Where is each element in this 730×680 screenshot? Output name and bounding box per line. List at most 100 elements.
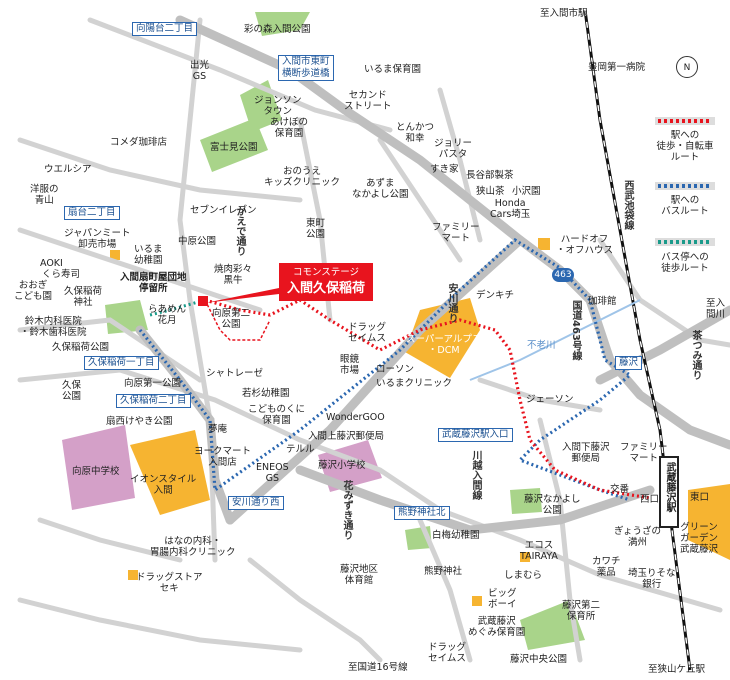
label-yume: 夢庵 [208,424,228,435]
label-gyoza: ぎょうざの 満州 [614,526,662,548]
label-post2: 入間下藤沢 郵便局 [562,442,610,464]
label-shiraume: 白梅幼稚園 [432,530,480,541]
label-lawson: ローソン [376,364,415,375]
bus-stop-mukaiyo: 向陽台二丁目 [132,22,198,36]
label-york: ヨークマート 入間店 [194,446,252,468]
label-kodera: 小沢園 [512,186,541,197]
label-wondergoo: WonderGOO [326,412,385,423]
callout-pointer [205,288,279,303]
shop-japan-meat [110,250,120,260]
label-higashi-park: 東町 公園 [306,218,326,240]
river-label: 不老川 [527,340,556,351]
label-drug-seki: ドラッグストア セキ [136,572,203,594]
label-akebono: あけぼの 保育園 [270,117,309,139]
label-aoyama: 洋服の 青山 [30,184,59,206]
railway [583,9,692,671]
label-oogiko: おおぎ こども園 [14,280,53,302]
label-sainomori: 彩の森入間公園 [244,24,311,35]
label-hasegawa: 長谷部製茶 [466,170,514,181]
dir-sayamagaoka: 至狭山ケ丘駅 [648,664,706,675]
bus-stop-ogidai: 扇台二丁目 [64,206,120,220]
dir-route16: 至国道16号線 [348,662,408,673]
dir-irumagawa: 至入 間川 [706,298,726,320]
label-tel: テルル [286,444,315,455]
label-iruma-hoikuen: いるま保育園 [364,64,422,75]
callout-line1: コモンステージ [292,267,360,278]
label-sukiya: すき家 [430,164,459,175]
label-kubo-koen: 久保 公園 [62,380,82,402]
label-iruma-youchien: いるま 幼稚園 [134,244,163,266]
label-shimamura: しまむら [504,570,543,581]
road-label-kaede: かえで通り [234,206,245,256]
label-family2: ファミリー マート [620,442,668,464]
label-family1: ファミリー マート [432,222,480,244]
dir-iruma-station: 至入間市駅 [540,8,588,19]
label-drug-seims2: ドラッグ セイムス [428,642,467,664]
park-sainomori [255,12,310,36]
road-label-hanamizuki: 花みずき通り [341,480,352,540]
label-fujisawa-chuo: 藤沢中央公園 [510,654,568,665]
legend-swatches [655,117,715,246]
label-aoki: AOKI [40,258,63,269]
rail-label-seibu: 西武池袋線 [622,180,633,230]
station-musashi-fujisawa: 武蔵藤沢駅 [659,456,679,528]
label-kawachi: カワチ 薬品 [592,556,621,578]
label-jolly: ジョリー パスタ [434,138,473,160]
label-iruma-clinic: いるまクリニック [376,378,453,389]
label-jonson: ジョンソン タウン [254,95,302,117]
legend-bus-label: 駅への バスルート [661,195,709,217]
label-saitama-bank: 埼玉りそな 銀行 [628,568,676,590]
legend-bus-walk: バス停への 徒歩ルート [655,250,715,274]
label-honda: Honda Cars埼玉 [490,198,531,220]
property-callout: コモンステージ 入間久保稲荷 [279,263,373,301]
label-denkichi: デンキチ [476,290,515,301]
label-seven: セブンイレブン [190,205,257,216]
road-hanamizuki [225,235,525,525]
shop-green [688,484,730,560]
road-label-463: 国道463号線 [570,300,581,361]
shop-areas [110,238,730,606]
label-jason: ジェーソン [526,394,574,405]
shop-aeon [130,430,210,515]
label-kubo-park: 久保稲荷公園 [52,342,110,353]
label-hanano: はなの内科・ 胃腸内科クリニック [150,536,236,558]
label-kumano-shrine: 熊野神社 [424,566,463,577]
label-west-exit: 西口 [640,494,660,505]
label-drug-seims1: ドラッグ セイムス [348,322,387,344]
label-chubara: 中原公園 [178,236,217,247]
label-koban: 交番 [610,484,630,495]
label-idemitsu: 出光 GS [190,60,210,82]
label-fujisawa2: 藤沢第二 保育所 [562,600,601,622]
bus-stop-yasukawa-nishi: 安川通り西 [228,496,284,510]
label-oogimachi-stop-text: 入間扇町屋団地 停留所 [120,272,187,294]
road-kawagoe [295,465,655,535]
route-walk-bike [204,298,651,500]
label-mukaihara2: 向原第二 公園 [212,308,251,330]
bus-stop-kubo-inari1: 久保稲荷一丁目 [84,356,159,370]
label-east-exit: 東口 [690,492,710,503]
label-eneos: ENEOS GS [256,462,289,484]
bus-stop-fujisawa-iriguchi: 武蔵藤沢駅入口 [438,428,513,442]
label-wakasugi: 若杉幼稚園 [242,388,290,399]
label-fujimi: 富士見公園 [210,142,258,153]
river-furo [469,299,641,381]
label-sayama-cha: 狭山茶 [476,186,505,197]
north-arrow: N [676,56,698,78]
bus-stop-kumano: 熊野神社北 [394,506,450,520]
label-komeda: コメダ珈琲店 [110,137,168,148]
road-label-chatsumi: 茶つみ通り [690,330,701,380]
property-marker [198,296,208,306]
label-fujisawa-sho: 藤沢小学校 [318,460,366,471]
label-tonkatsu: とんかつ 和幸 [396,122,435,144]
road-label-yasukawa: 安川通り [446,283,457,323]
label-japan-meat: ジャパンミート 卸売市場 [64,228,131,250]
callout-line2: 入間久保稲荷 [286,281,365,296]
label-coffee: 珈琲館 [588,296,617,307]
label-kubo-shrine: 久保稲荷 神社 [64,286,103,308]
label-onoue: おのうえ キッズクリニック [264,166,341,188]
route-red-walk-west [204,299,271,341]
label-hardoff: ハードオフ ・オフハウス [556,234,614,256]
label-suzuki: 鈴木内科医院 ・鈴木歯科医院 [20,316,87,338]
label-kodomo: こどものくに 保育園 [248,404,306,426]
road-chatsumi [595,305,730,385]
